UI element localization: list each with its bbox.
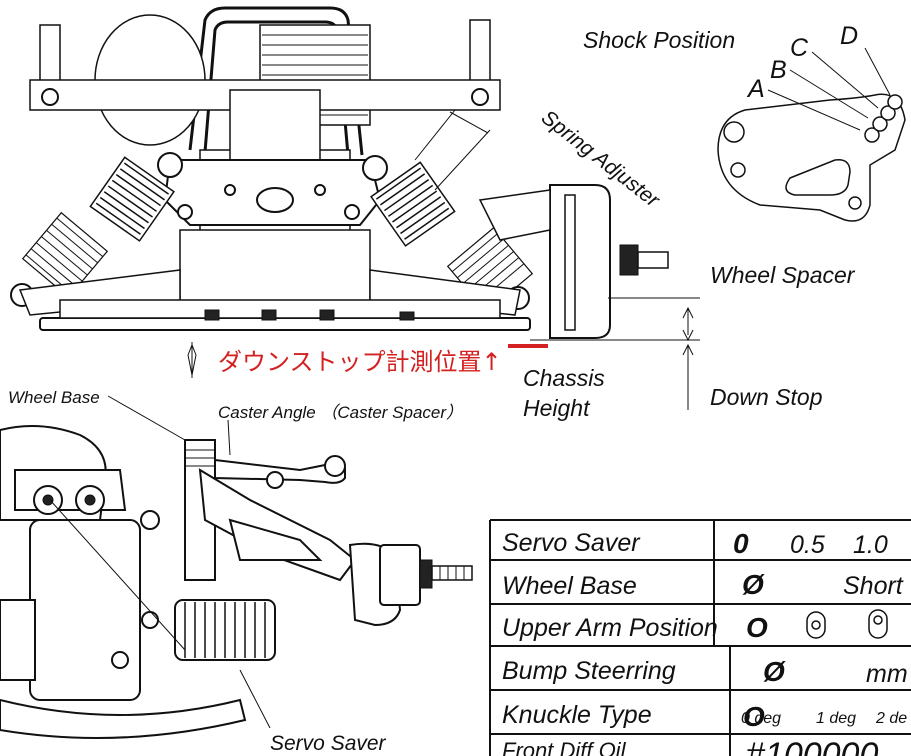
- down-stop-label: Down Stop: [710, 384, 823, 410]
- upper-arm-position-holes: [806, 609, 888, 639]
- height-label: Height: [523, 395, 591, 421]
- table-mark: Ø: [763, 656, 786, 687]
- table-row-label: Wheel Base: [502, 572, 637, 600]
- chassis-label: Chassis: [523, 365, 605, 391]
- table-option: 0.5: [790, 531, 825, 559]
- table-option: mm: [866, 660, 908, 688]
- table-mark: O: [743, 701, 765, 732]
- shock-pos-d-label: D: [840, 22, 858, 50]
- spring-adjuster-dimension: [414, 109, 491, 191]
- shock-pos-c-label: C: [790, 34, 809, 62]
- shock-position-label: Shock Position: [583, 27, 735, 53]
- setup-table: [489, 519, 911, 756]
- wheel-spacer-label: Wheel Spacer: [710, 262, 856, 288]
- table-mark: 0: [733, 528, 749, 559]
- caster-angle-label: Caster Angle （Caster Spacer）: [218, 403, 463, 422]
- table-row-label: Knuckle Type: [502, 701, 652, 729]
- table-option: 2 de: [875, 710, 907, 727]
- front-view-drawing: [10, 6, 669, 339]
- table-row-label: Servo Saver: [502, 529, 641, 557]
- table-row-label: Front Diff Oil: [502, 738, 627, 756]
- shock-pos-b-label: B: [770, 56, 787, 84]
- table-option: #100000: [746, 736, 878, 756]
- table-option: 1 deg: [816, 710, 856, 727]
- table-option: Short: [843, 572, 904, 600]
- wheel-base-label: Wheel Base: [8, 388, 100, 407]
- height-dimension-lines: [187, 297, 700, 410]
- shock-position-inset: [717, 47, 906, 222]
- downstop-measure-point-label: ダウンストップ計測位置↑: [218, 348, 502, 376]
- table-option: 1.0: [853, 531, 888, 559]
- servo-saver-label: Servo Saver: [270, 732, 387, 755]
- table-option: 0 deg: [741, 710, 781, 727]
- table-row-label: Bump Steerring: [502, 657, 676, 685]
- table-mark: Ø: [742, 569, 765, 600]
- shock-pos-a-label: A: [746, 75, 765, 103]
- table-row-label: Upper Arm Position: [502, 614, 718, 642]
- side-view-drawing: [0, 395, 473, 739]
- table-mark: O: [746, 612, 768, 643]
